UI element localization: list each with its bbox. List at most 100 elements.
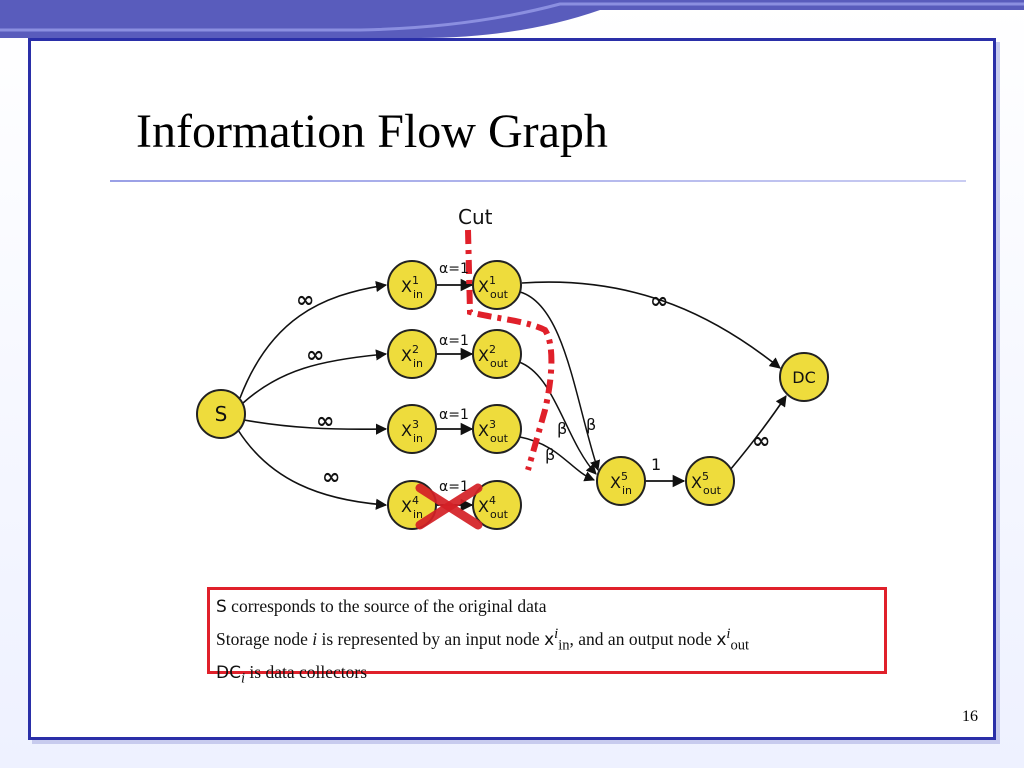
node-x3in-base: X: [401, 421, 412, 440]
node-x1out-sub: out: [490, 288, 509, 301]
cut-line: [465, 229, 555, 471]
node-s-label: S: [215, 402, 228, 426]
node-x2in-sub: in: [413, 357, 423, 370]
node-x3in-sup: 3: [412, 418, 419, 431]
node-x1in-sub: in: [413, 288, 423, 301]
edge-s-x2in: [242, 349, 388, 404]
edge-x5out-dc: [729, 395, 787, 471]
label-x5-internal: 1: [651, 455, 661, 474]
label-beta-3: β: [545, 445, 555, 464]
legend-input-x: x: [544, 629, 555, 650]
node-x2out-base: X: [478, 346, 489, 365]
failed-node-cross-icon: [415, 483, 483, 530]
label-s-x2: ∞: [306, 343, 324, 368]
legend-source-text: corresponds to the source of the origina…: [226, 596, 547, 616]
legend-dc-sub: i: [240, 670, 246, 687]
node-x4in-sub: in: [413, 508, 423, 521]
title-underline: [110, 180, 966, 182]
legend-line-storage: Storage node i is represented by an inpu…: [216, 621, 878, 659]
node-x5out-base: X: [691, 473, 702, 492]
edge-s-x3in: [243, 419, 388, 435]
label-alpha-2: α=1: [439, 333, 469, 349]
label-beta-2: β: [586, 415, 596, 434]
node-dc-label: DC: [792, 368, 816, 387]
node-s: S: [196, 389, 246, 439]
node-x1in-base: X: [401, 277, 412, 296]
slide-title: Information Flow Graph: [136, 105, 608, 158]
edge-x1out-x5in: [519, 291, 601, 471]
node-x5out-sup: 5: [702, 470, 709, 483]
legend-input-sub: in: [558, 637, 570, 654]
node-x3out-sub: out: [490, 432, 509, 445]
label-beta-1: β: [557, 419, 567, 438]
label-alpha-3: α=1: [439, 407, 469, 423]
cut-label: Cut: [458, 205, 493, 229]
legend-output-x: x: [716, 629, 727, 650]
label-x1out-dc: ∞: [650, 289, 668, 314]
node-x4out-base: X: [478, 497, 489, 516]
edge-s-x4in: [237, 429, 388, 510]
edge-s-x1in: [239, 280, 388, 399]
legend-storage-i: i: [312, 628, 318, 649]
legend-storage-text: Storage node: [216, 628, 313, 649]
legend-input-sup: i: [554, 626, 559, 642]
label-alpha-4: α=1: [439, 479, 469, 495]
node-x2out-sub: out: [490, 357, 509, 370]
legend-box: S corresponds to the source of the origi…: [207, 587, 887, 687]
legend-storage-and: , and an output node: [569, 628, 717, 649]
label-x5out-dc: ∞: [752, 429, 770, 454]
legend-line-source: S corresponds to the source of the origi…: [216, 593, 878, 621]
node-x4out-sup: 4: [489, 494, 496, 507]
label-s-x3: ∞: [316, 409, 334, 434]
legend-output-sub: out: [730, 637, 750, 654]
label-s-x1: ∞: [296, 288, 314, 313]
node-x3in-sub: in: [413, 432, 423, 445]
edge-x2out-x5in: [518, 361, 597, 475]
node-x2in-sup: 2: [412, 343, 419, 356]
edge-x1out-dc: [521, 281, 781, 369]
page-number: 16: [962, 708, 978, 725]
node-x1out-sup: 1: [489, 274, 496, 287]
label-alpha-1: α=1: [439, 261, 469, 277]
legend-output-sup: i: [726, 626, 731, 642]
node-x5in-sub: in: [622, 484, 632, 497]
node-x5out-sub: out: [703, 484, 722, 497]
label-s-x4: ∞: [322, 465, 340, 490]
node-x1in-sup: 1: [412, 274, 419, 287]
node-x4in-base: X: [401, 497, 412, 516]
node-x2out-sup: 2: [489, 343, 496, 356]
node-x1out-base: X: [478, 277, 489, 296]
legend-dc-text: is data collectors: [245, 662, 368, 683]
node-x4in-sup: 4: [412, 494, 419, 507]
legend-dc-symbol: DC: [216, 663, 241, 684]
legend-source-symbol: S: [216, 597, 227, 617]
legend-storage-mid: is represented by an input node: [317, 628, 545, 649]
node-dc: DC: [779, 352, 829, 402]
node-x3out-base: X: [478, 421, 489, 440]
node-x5in-base: X: [610, 473, 621, 492]
legend-line-dc: DCi is data collectors: [216, 659, 878, 693]
edge-x3out-x5in: [519, 436, 595, 482]
node-x5in-sup: 5: [621, 470, 628, 483]
node-x3out-sup: 3: [489, 418, 496, 431]
node-x4out-sub: out: [490, 508, 509, 521]
